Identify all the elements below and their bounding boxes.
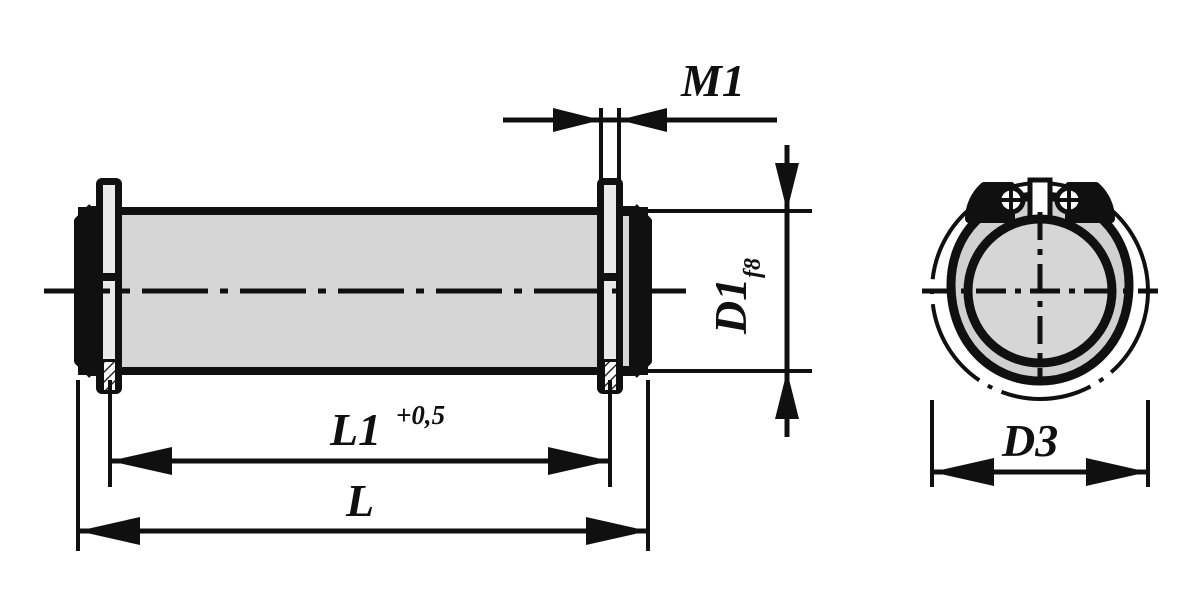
right-retaining-groove: [597, 178, 623, 394]
d3-arrow-left: [932, 458, 994, 486]
l-arrow-left: [78, 517, 140, 545]
right-groove-upper-void: [604, 185, 616, 273]
m1-arrow-right: [619, 108, 667, 132]
l1-tolerance-label: +0,5: [396, 400, 445, 430]
m1-arrow-left: [553, 108, 601, 132]
ring-lug-hole-right: [1051, 182, 1087, 218]
d3-arrow-right: [1086, 458, 1148, 486]
l-arrow-right: [586, 517, 648, 545]
side-section-view: [44, 178, 686, 394]
right-groove-lower-void: [604, 281, 616, 359]
dimension-d1: D1 f8: [648, 145, 812, 437]
dimension-d3: D3: [930, 400, 1150, 487]
d1-arrow-bottom: [775, 371, 799, 419]
d1-arrow-top: [775, 163, 799, 211]
d3-label: D3: [1001, 415, 1058, 466]
d1-tolerance-label: f8: [740, 258, 766, 278]
l-label: L: [345, 475, 374, 526]
d1-label: D1: [705, 278, 756, 335]
l1-arrow-right: [548, 447, 610, 475]
l1-arrow-left: [110, 447, 172, 475]
ring-lug-hole-left: [993, 182, 1029, 218]
left-retaining-groove: [96, 178, 122, 394]
dimension-l1: L1 +0,5: [108, 380, 612, 487]
dimension-m1: M1: [503, 55, 777, 186]
m1-label: M1: [680, 55, 745, 106]
end-view-retaining-ring: [922, 177, 1158, 401]
dimension-l: L: [76, 380, 650, 551]
l1-label: L1: [329, 404, 381, 455]
left-groove-lower-void: [103, 281, 115, 359]
left-groove-upper-void: [103, 185, 115, 273]
